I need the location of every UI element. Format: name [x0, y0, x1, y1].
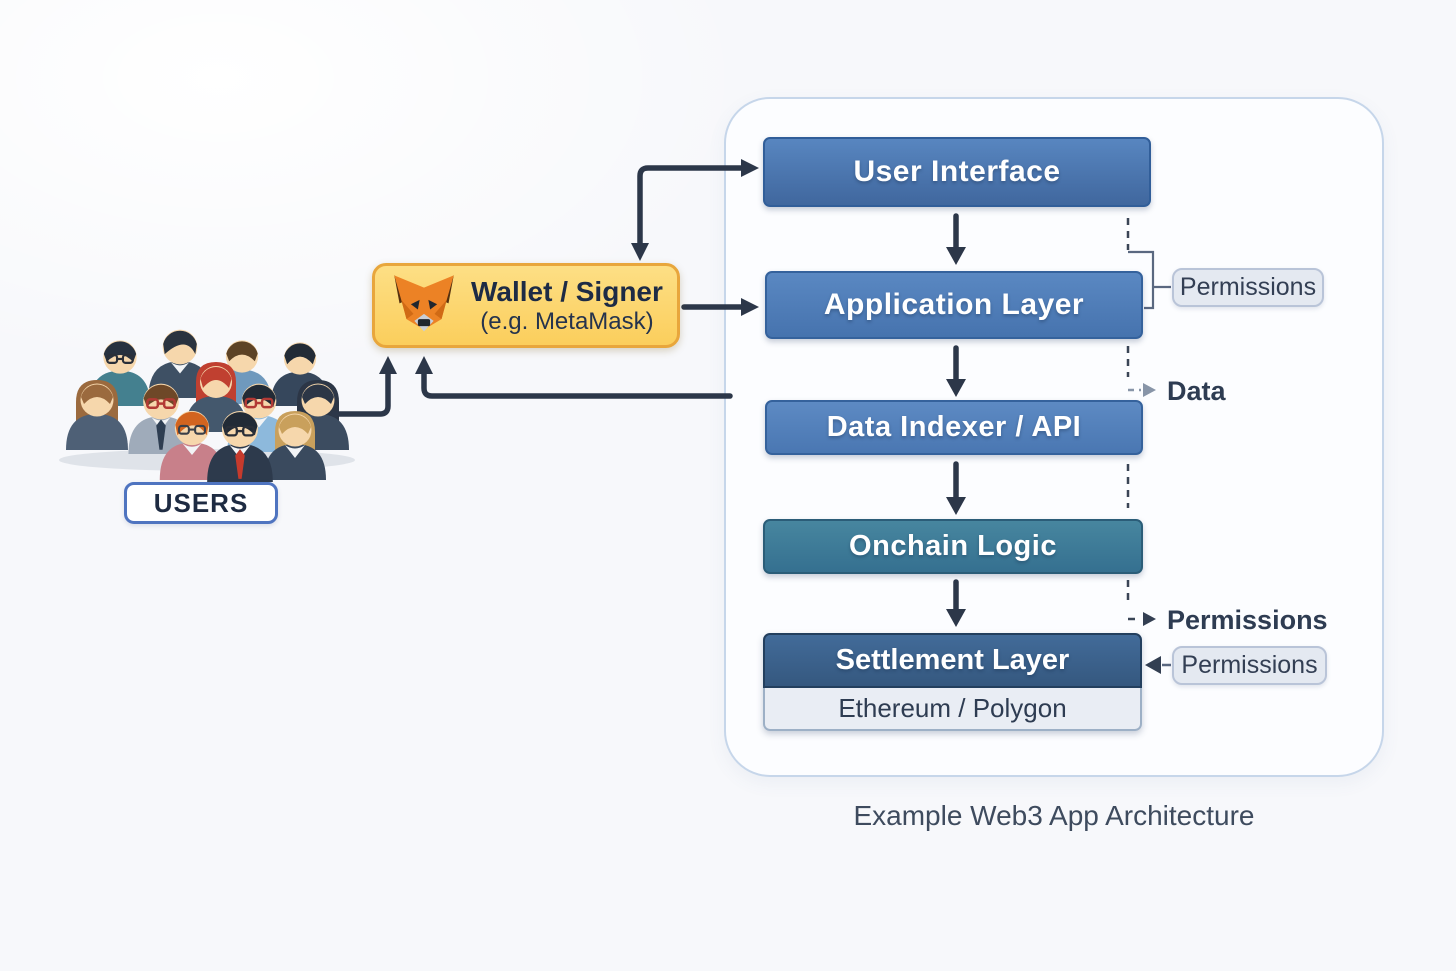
person [270, 342, 330, 406]
layer-settlement-main: Settlement Layer [763, 633, 1142, 688]
permissions-label: Permissions [1167, 605, 1328, 635]
person [227, 383, 291, 452]
layer-application: Application Layer [765, 271, 1143, 339]
users-label-box: USERS [124, 482, 278, 524]
person [66, 380, 128, 450]
layer-application-label: Application Layer [823, 288, 1085, 321]
wallet-signer-box: Wallet / Signer (e.g. MetaMask) [372, 263, 680, 348]
layer-data-indexer: Data Indexer / API [765, 400, 1143, 455]
connector-panel-wallet [421, 369, 733, 399]
layer-data-indexer-label: Data Indexer / API [826, 411, 1082, 443]
permissions-chip-bottom: Permissions [1172, 646, 1327, 685]
data-label: Data [1167, 376, 1226, 406]
person [212, 340, 272, 404]
connector-users-wallet [331, 369, 391, 417]
person [207, 410, 273, 482]
layer-settlement: Settlement Layer Ethereum / Polygon [763, 633, 1142, 731]
layer-user-interface-label: User Interface [853, 155, 1061, 188]
users-label: USERS [153, 487, 249, 518]
person [287, 380, 349, 450]
person [148, 329, 212, 398]
person [159, 410, 225, 480]
arrowhead-up-wallet-2 [415, 356, 433, 374]
layer-settlement-label: Settlement Layer [835, 644, 1070, 676]
person [264, 411, 326, 480]
person [128, 383, 194, 454]
layer-settlement-sublabel: Ethereum / Polygon [763, 688, 1142, 731]
arrowhead-down-wallet [631, 243, 649, 261]
person [89, 340, 151, 406]
person [185, 362, 247, 432]
layer-onchain-logic-label: Onchain Logic [849, 530, 1057, 562]
wallet-text: Wallet / Signer (e.g. MetaMask) [471, 276, 663, 336]
users-illustration [59, 329, 355, 482]
layer-onchain-logic: Onchain Logic [763, 519, 1143, 574]
diagram-caption: Example Web3 App Architecture [853, 800, 1255, 831]
permissions-chip-top: Permissions [1172, 268, 1324, 307]
metamask-fox-icon [394, 274, 454, 331]
wallet-subtitle: (e.g. MetaMask) [480, 307, 654, 335]
arrowhead-up-wallet-1 [379, 356, 397, 374]
wallet-title: Wallet / Signer [471, 275, 663, 307]
layer-user-interface: User Interface [763, 137, 1151, 207]
